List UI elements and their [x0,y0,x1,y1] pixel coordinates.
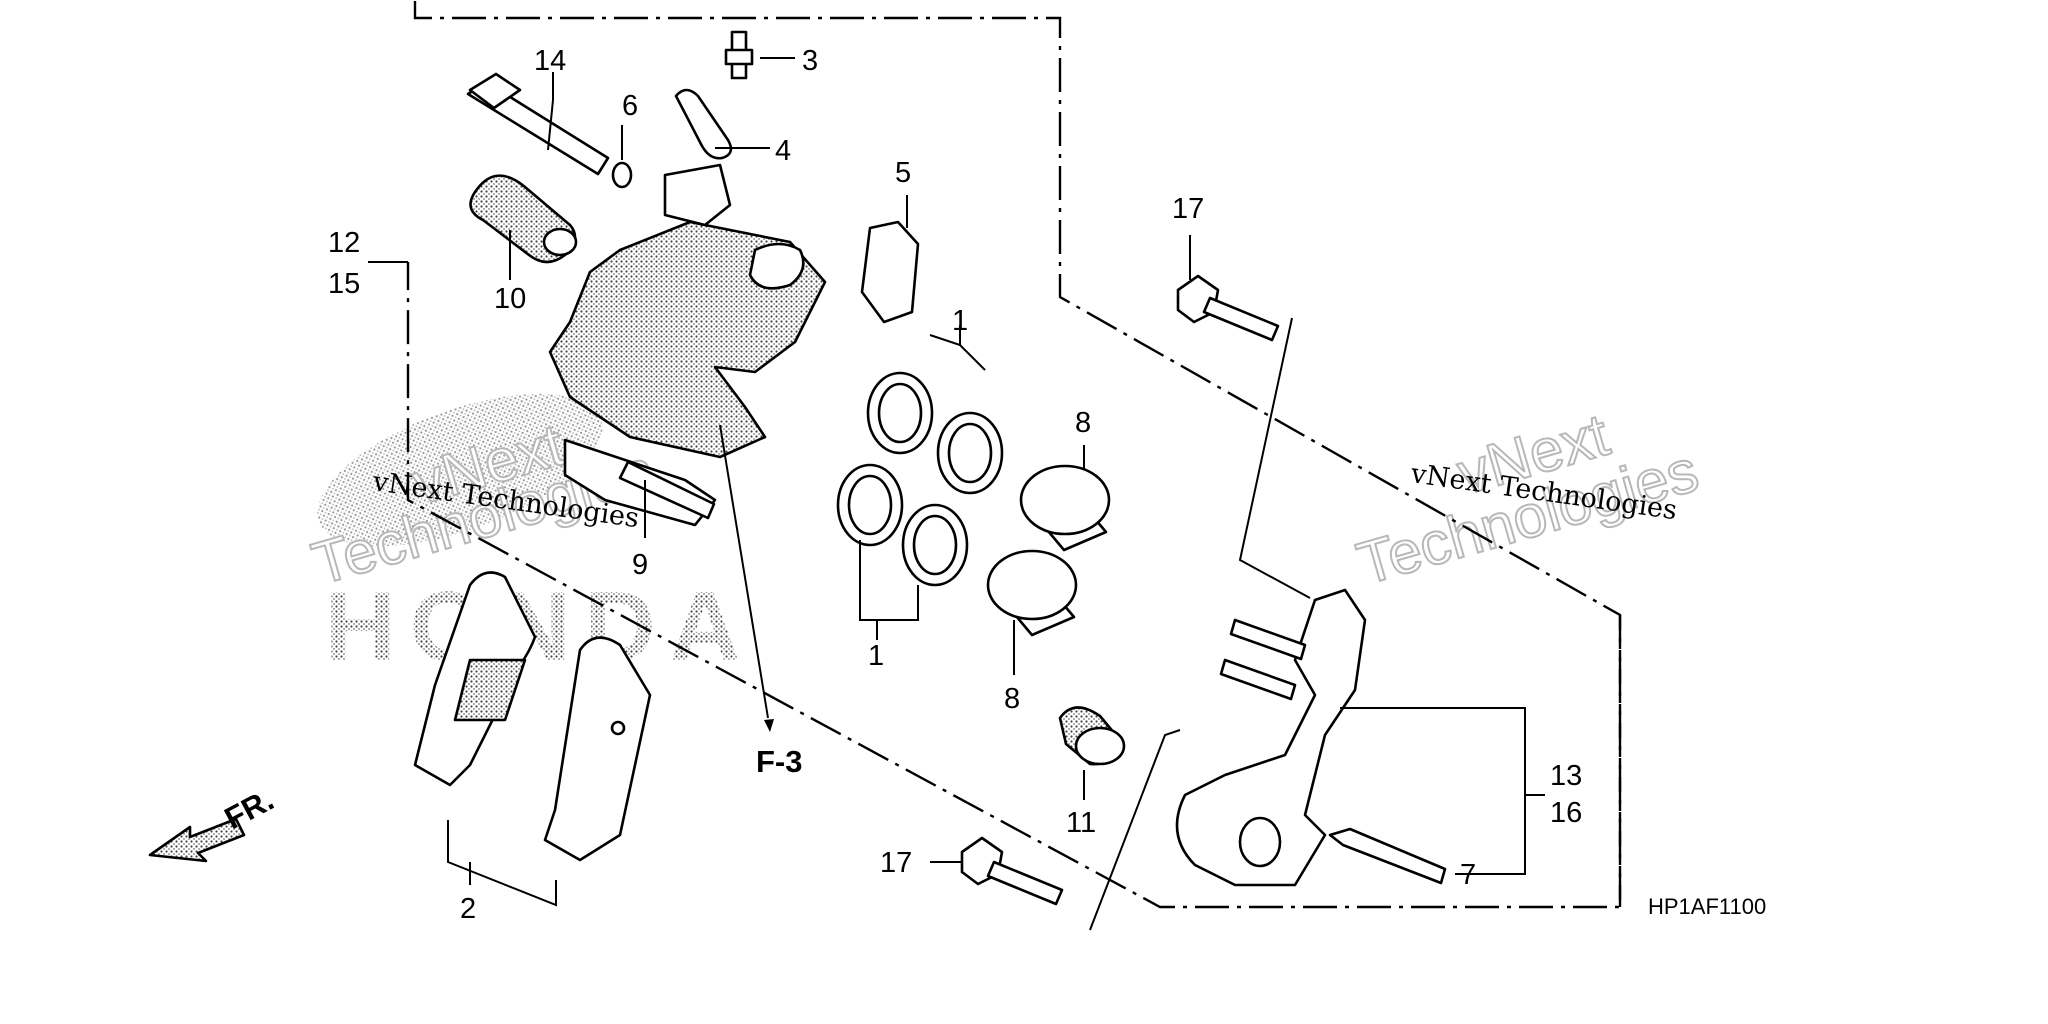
pad-spring-part [860,220,920,324]
piston-seals-part [836,371,1004,587]
callout-7: 7 [1460,859,1476,891]
pistons-part [986,464,1111,637]
caliper-bracket-part [1175,588,1367,887]
pad-retainer-part [1328,827,1447,885]
pin-boot-part [469,174,578,264]
callout-16: 16 [1550,797,1582,829]
bolt-part-lower [960,836,1064,906]
callout-12: 12 [328,227,360,259]
callout-17-upper: 17 [1172,193,1204,225]
callout-1-lower: 1 [868,640,884,672]
washer-part [611,161,633,189]
front-direction-arrow: FR. [148,782,279,863]
callout-5: 5 [895,157,911,189]
watermark-honda: HONDA [325,571,754,681]
pin-part [618,460,716,520]
reference-f3: F-3 [756,744,803,779]
callout-10: 10 [494,283,526,315]
watermark-right: Technologies vNext vNext Technologies [1349,400,1706,599]
slide-pin-part [466,72,610,176]
callout-11: 11 [1066,807,1096,839]
leader-lines [368,57,1545,931]
callout-14: 14 [534,45,566,77]
watermark-left: HONDA Technologies vNext vNext Technolog… [304,393,754,681]
bracket-boot-part [1058,706,1126,766]
bolt-part-upper [1176,274,1280,342]
brake-pads-part [413,571,652,862]
callout-8-upper: 8 [1075,407,1091,439]
callout-9: 9 [632,549,648,581]
callout-2: 2 [460,893,476,925]
caliper-body-part [548,163,827,527]
callout-6: 6 [622,90,638,122]
bleeder-cap-part [674,88,733,160]
callout-8-lower: 8 [1004,683,1020,715]
callout-3: 3 [802,45,818,77]
callout-4: 4 [775,135,791,167]
callout-15: 15 [328,268,360,300]
diagram-code: HP1AF1100 [1648,894,1766,919]
bleeder-screw-part [724,30,754,80]
callout-1-upper: 1 [952,305,968,337]
callout-13: 13 [1550,760,1582,792]
callout-17-lower: 17 [880,847,912,879]
